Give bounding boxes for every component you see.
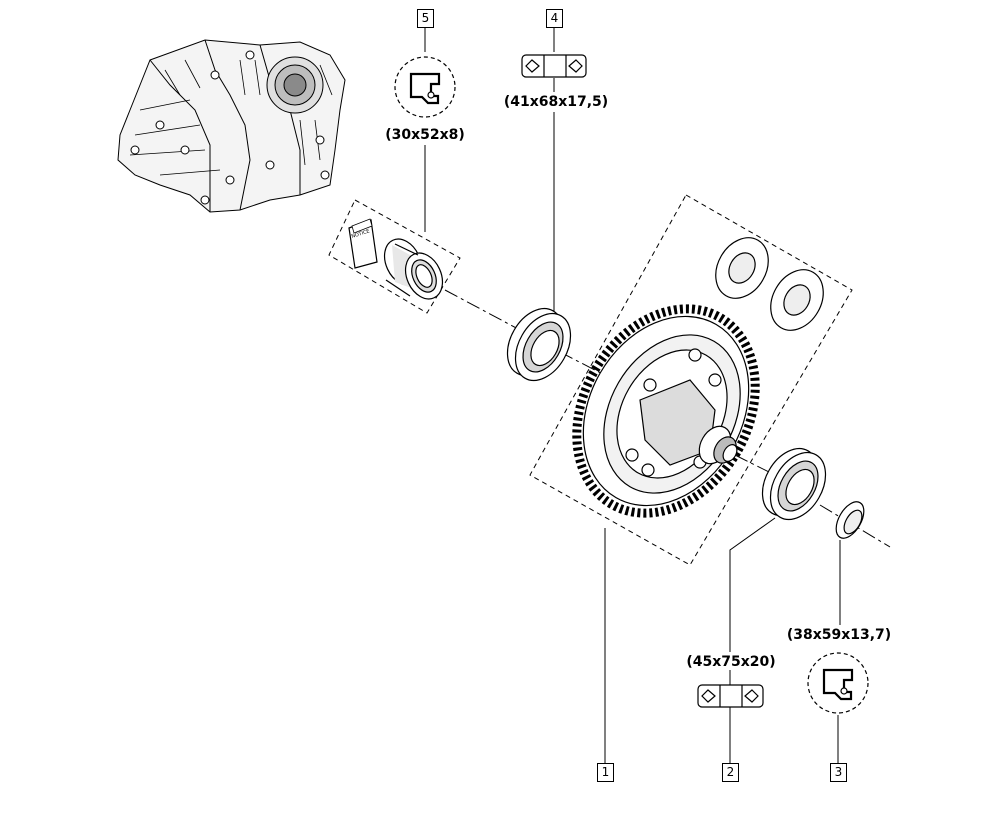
callout-2: 2 <box>722 763 739 782</box>
gearbox-housing-illustration <box>117 39 346 213</box>
notice-booklet-icon: NOTICE <box>348 218 378 269</box>
seal-symbol-3 <box>807 652 869 714</box>
callout-4: 4 <box>546 9 563 28</box>
thrust-washers-illustration <box>715 237 824 331</box>
oil-seal-illustration <box>383 238 444 300</box>
leader-lines <box>424 27 841 763</box>
seal-kit-group: NOTICE <box>328 199 461 314</box>
notice-label: NOTICE <box>351 228 371 240</box>
differential-dashed-frame <box>529 194 853 566</box>
size-label-5: (30x52x8) <box>385 127 465 143</box>
bearing-symbol-2 <box>697 684 764 708</box>
bearing-right-illustration <box>761 447 827 521</box>
seal-right-illustration <box>835 501 865 539</box>
size-label-3: (38x59x13,7) <box>786 627 892 643</box>
callout-1: 1 <box>597 763 614 782</box>
bearing-symbol-4 <box>521 54 587 78</box>
callout-5: 5 <box>417 9 434 28</box>
seal-symbol-5 <box>394 56 456 118</box>
ring-gear-differential-illustration <box>572 304 760 518</box>
bearing-left-illustration <box>506 307 572 382</box>
size-label-2: (45x75x20) <box>686 654 776 670</box>
callout-3: 3 <box>830 763 847 782</box>
size-label-4: (41x68x17,5) <box>503 94 609 110</box>
